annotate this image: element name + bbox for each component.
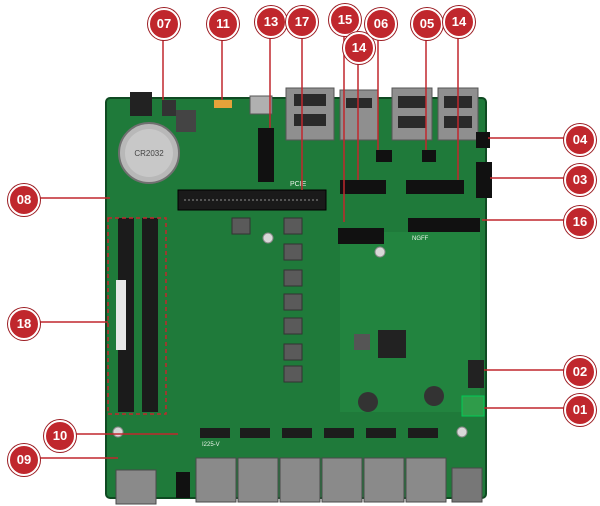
callout-15: 15: [329, 4, 361, 36]
callout-05: 05: [411, 8, 443, 40]
chipset: [378, 330, 406, 358]
m2-slot-vertical: [258, 128, 274, 182]
callout-10: 10: [44, 420, 76, 452]
callout-14-right: 14: [443, 6, 475, 38]
svg-text:NGFF: NGFF: [412, 236, 429, 242]
m2-slot-b: [406, 180, 464, 194]
callout-03: 03: [564, 164, 596, 196]
callout-leaders: [40, 30, 568, 459]
callout-07: 07: [148, 8, 180, 40]
callout-18: 18: [8, 308, 40, 340]
callout-11: 11: [207, 8, 239, 40]
callout-16: 16: [564, 206, 596, 238]
m2-slot-a: [340, 180, 386, 194]
svg-text:CR2032: CR2032: [134, 149, 164, 158]
callout-02: 02: [564, 356, 596, 388]
callout-01: 01: [564, 394, 596, 426]
m2-slot-d: [408, 218, 480, 232]
callout-04: 04: [564, 124, 596, 156]
callout-08: 08: [8, 184, 40, 216]
callout-09: 09: [8, 444, 40, 476]
power-terminal: [461, 395, 485, 417]
m2-slot-c: [338, 228, 384, 244]
dimm-slot-2: [142, 218, 158, 412]
svg-text:PCIE: PCIE: [290, 181, 307, 188]
callout-17: 17: [286, 6, 318, 38]
callout-13: 13: [255, 6, 287, 38]
svg-text:I225-V: I225-V: [202, 442, 220, 448]
callout-14-left: 14: [343, 32, 375, 64]
callout-06: 06: [365, 8, 397, 40]
ethernet-ports: [115, 457, 483, 505]
